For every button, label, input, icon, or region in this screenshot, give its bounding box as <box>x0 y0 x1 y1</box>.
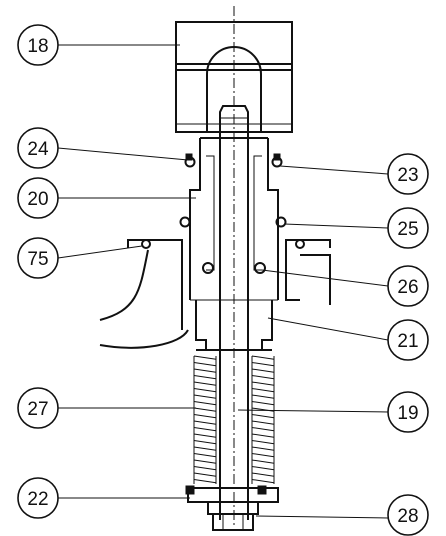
callout-22: 22 <box>17 477 59 519</box>
callout-26-label: 26 <box>397 277 418 298</box>
callout-25-label: 25 <box>397 219 418 240</box>
leader-lines <box>57 44 389 519</box>
callout-28: 28 <box>387 494 429 536</box>
callout-28-label: 28 <box>397 506 418 527</box>
callout-19: 19 <box>387 391 429 433</box>
callout-25: 25 <box>387 207 429 249</box>
callout-75-label: 75 <box>27 249 48 270</box>
callout-24-label: 24 <box>27 139 49 160</box>
valve-stem <box>219 105 249 520</box>
callout-23: 23 <box>387 153 429 195</box>
callout-19-label: 19 <box>397 403 418 424</box>
stem-nut <box>212 513 254 531</box>
callout-21: 21 <box>387 319 429 361</box>
body-flange <box>99 239 331 349</box>
callout-18-label: 18 <box>27 36 48 57</box>
spring-coils <box>193 355 275 484</box>
spring <box>193 355 275 484</box>
callout-26: 26 <box>387 265 429 307</box>
seat-ring <box>195 262 273 351</box>
callout-27: 27 <box>17 387 59 429</box>
callout-27-label: 27 <box>27 399 48 420</box>
callout-75: 75 <box>17 237 59 279</box>
callout-23-label: 23 <box>397 165 418 186</box>
stem-guide <box>179 137 287 301</box>
actuator-head <box>175 21 293 133</box>
callout-20: 20 <box>17 177 59 219</box>
callout-20-label: 20 <box>27 189 48 210</box>
callout-24: 24 <box>17 127 59 169</box>
spring-retainer <box>185 485 279 515</box>
callout-18: 18 <box>17 24 59 66</box>
callout-21-label: 21 <box>397 331 418 352</box>
callout-22-label: 22 <box>27 489 48 510</box>
